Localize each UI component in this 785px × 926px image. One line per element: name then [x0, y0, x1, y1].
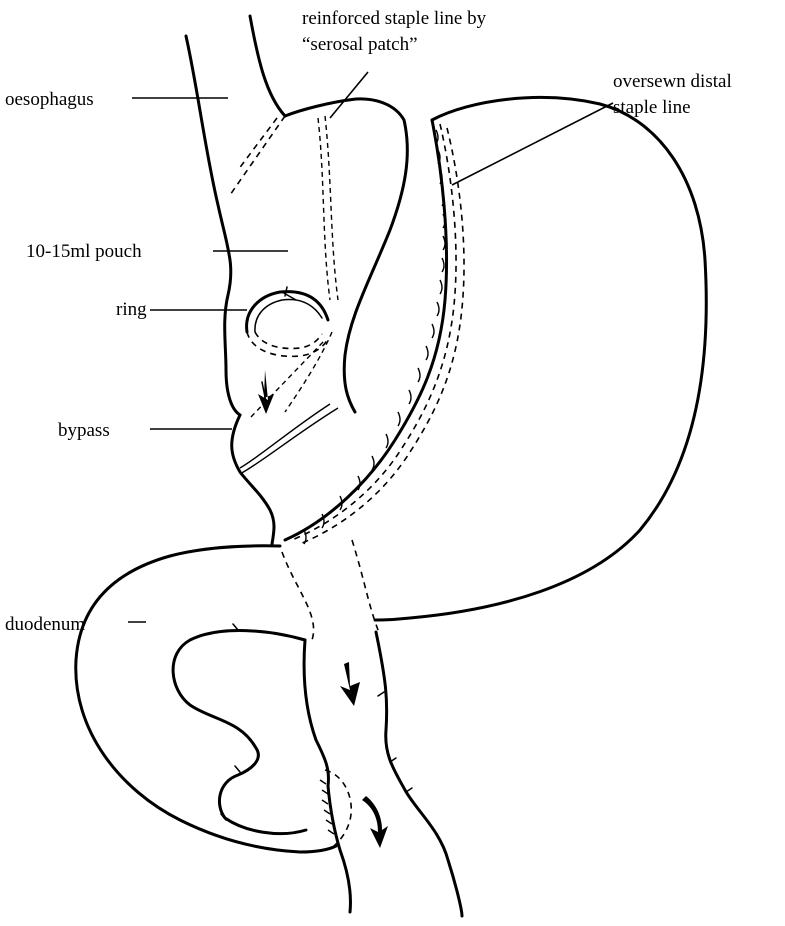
gastric-ring — [247, 287, 328, 356]
flow-arrow-lower — [362, 796, 388, 848]
label-reinforced-line-2: “serosal patch” — [302, 34, 418, 55]
bypass-section — [240, 332, 338, 474]
duodenum — [76, 556, 462, 916]
label-reinforced-line-1: reinforced staple line by — [302, 8, 487, 29]
leader-oversewn — [452, 103, 613, 185]
label-duodenum: duodenum — [5, 614, 85, 635]
label-pouch: 10-15ml pouch — [26, 241, 142, 262]
oesophagus — [186, 16, 285, 415]
leader-reinforced — [330, 72, 368, 118]
remnant-stomach — [170, 97, 706, 640]
label-oversewn-line-1: oversewn distal — [613, 71, 732, 92]
flow-arrow-upper — [340, 662, 360, 706]
label-oesophagus: oesophagus — [5, 89, 94, 110]
label-ring: ring — [116, 299, 147, 320]
gastric-pouch — [232, 99, 408, 544]
label-bypass: bypass — [58, 420, 110, 441]
stitch-knots — [221, 624, 412, 820]
